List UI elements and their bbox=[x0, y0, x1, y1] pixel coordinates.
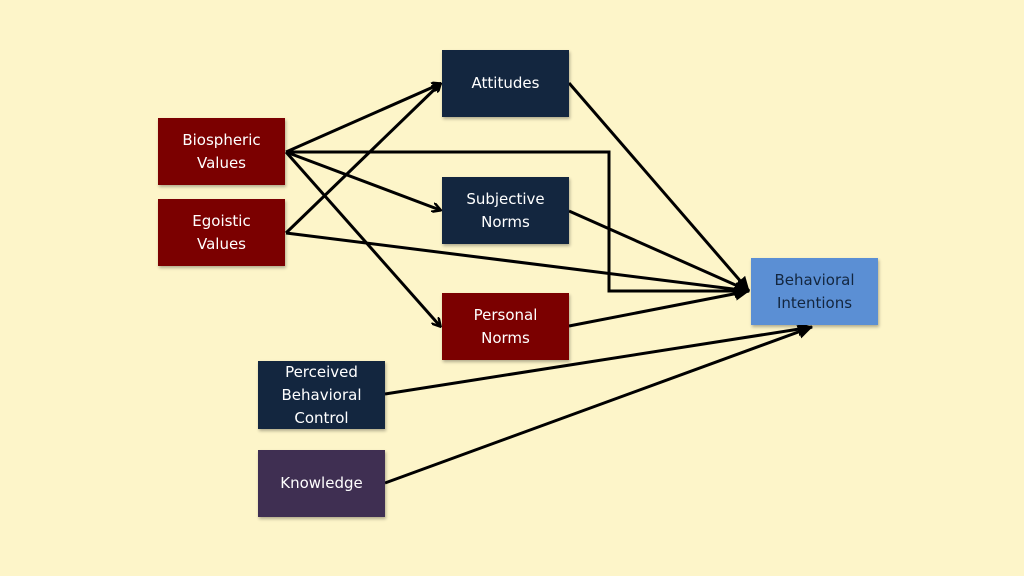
arrow-attitudes-intentions bbox=[567, 82, 751, 292]
arrow-perceived-intentions bbox=[384, 322, 813, 396]
node-attitudes: Attitudes bbox=[442, 50, 569, 117]
arrow-biospheric-intentions bbox=[286, 150, 750, 298]
arrow-egoistic-attitudes bbox=[284, 84, 440, 235]
node-biospheric-values: Biospheric Values bbox=[158, 118, 285, 185]
node-egoistic-values: Egoistic Values bbox=[158, 199, 285, 266]
node-knowledge: Knowledge bbox=[258, 450, 385, 517]
arrow-subjective-intentions bbox=[568, 209, 750, 293]
node-behavioral-intentions: Behavioral Intentions bbox=[751, 258, 878, 325]
arrow-knowledge-intentions bbox=[384, 325, 813, 485]
arrow-biospheric-attitudes bbox=[285, 84, 440, 154]
arrow-biospheric-subjective bbox=[285, 150, 440, 210]
arrow-egoistic-intentions bbox=[285, 231, 750, 297]
node-personal-norms: Personal Norms bbox=[442, 293, 569, 360]
arrow-biospheric-personal bbox=[284, 151, 440, 326]
arrow-personal-intentions bbox=[568, 286, 750, 328]
node-subjective-norms: Subjective Norms bbox=[442, 177, 569, 244]
node-perceived-behavioral-control: Perceived Behavioral Control bbox=[258, 361, 385, 429]
